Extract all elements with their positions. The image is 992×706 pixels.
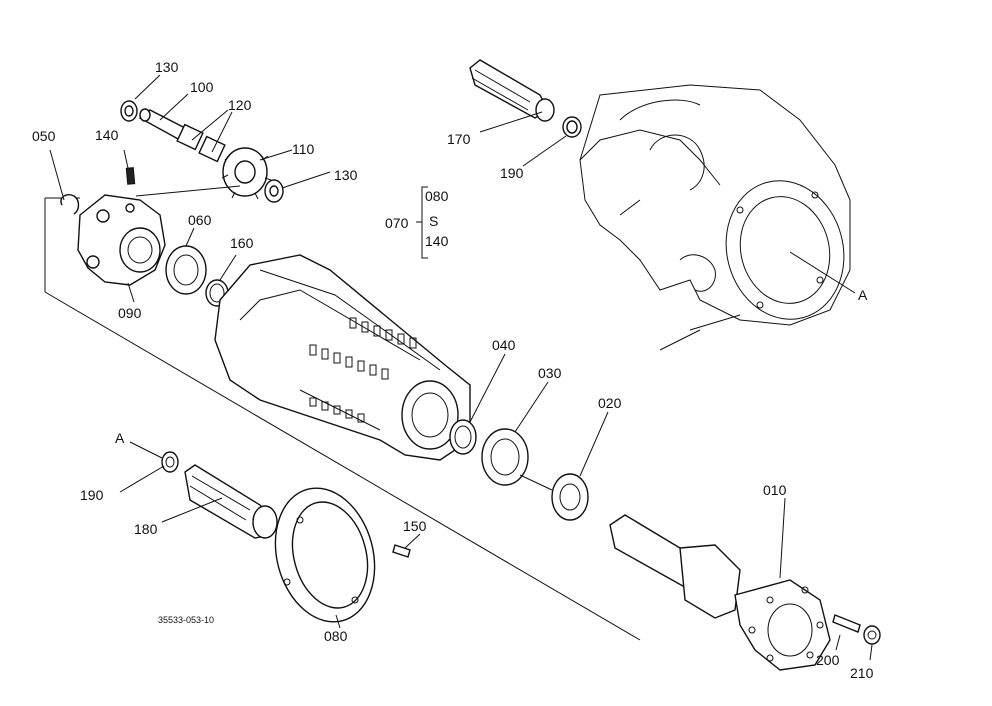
kit-bracket-070	[416, 186, 428, 259]
bearing-030	[481, 428, 529, 486]
label-050: 050	[32, 128, 56, 144]
label-160: 160	[230, 235, 254, 251]
label-150: 150	[403, 518, 427, 534]
carrier-housing-090	[77, 194, 166, 286]
label-170: 170	[447, 131, 471, 147]
ring-gear-080	[274, 487, 376, 623]
housing-ribs	[309, 317, 417, 423]
seal-040	[449, 419, 477, 455]
label-110: 110	[292, 141, 315, 157]
part-labels: 130 100 120 050 140 110 130 060 160 090 …	[32, 59, 874, 681]
drawing-code: 35533-053-10	[158, 615, 214, 625]
label-kit-range: S	[429, 213, 438, 229]
shaft-180	[184, 464, 278, 539]
pin-150	[392, 544, 411, 558]
pin-100	[138, 108, 186, 141]
label-200: 200	[816, 652, 840, 668]
gear-110	[221, 147, 272, 200]
axle-housing	[214, 254, 471, 461]
axle-shaft-010	[609, 514, 831, 671]
label-130-right: 130	[334, 167, 358, 183]
label-190-bottom: 190	[80, 487, 104, 503]
label-140-kit: 140	[425, 233, 449, 249]
axle-centerline	[519, 474, 553, 491]
label-070: 070	[385, 215, 409, 231]
snap-ring-190-top	[562, 116, 582, 138]
label-130-top: 130	[155, 59, 179, 75]
label-060: 060	[188, 212, 212, 228]
transmission-case	[579, 84, 851, 351]
washer-130-top	[120, 100, 138, 122]
label-030: 030	[538, 365, 562, 381]
washer-130-right	[264, 179, 284, 203]
label-010: 010	[763, 482, 787, 498]
leader-lines	[49, 74, 873, 661]
label-120: 120	[228, 97, 252, 113]
pin-140	[125, 167, 136, 185]
label-100: 100	[190, 79, 214, 95]
label-040: 040	[492, 337, 516, 353]
label-a-top: A	[858, 287, 868, 303]
nut-210	[863, 625, 881, 645]
seal-020	[551, 473, 589, 521]
label-140: 140	[95, 127, 119, 143]
roller-bearings-120	[176, 123, 226, 163]
label-190-top: 190	[500, 165, 524, 181]
snap-ring-190-bottom	[161, 451, 179, 473]
label-080: 080	[324, 628, 348, 644]
label-180: 180	[134, 521, 158, 537]
label-090: 090	[118, 305, 142, 321]
shaft-170	[469, 59, 555, 122]
bearing-060	[165, 245, 207, 295]
label-020: 020	[598, 395, 622, 411]
label-a-bottom: A	[115, 430, 125, 446]
bolt-200	[832, 614, 861, 633]
snap-ring-050	[60, 194, 80, 215]
label-210: 210	[850, 665, 874, 681]
label-080-kit: 080	[425, 188, 449, 204]
